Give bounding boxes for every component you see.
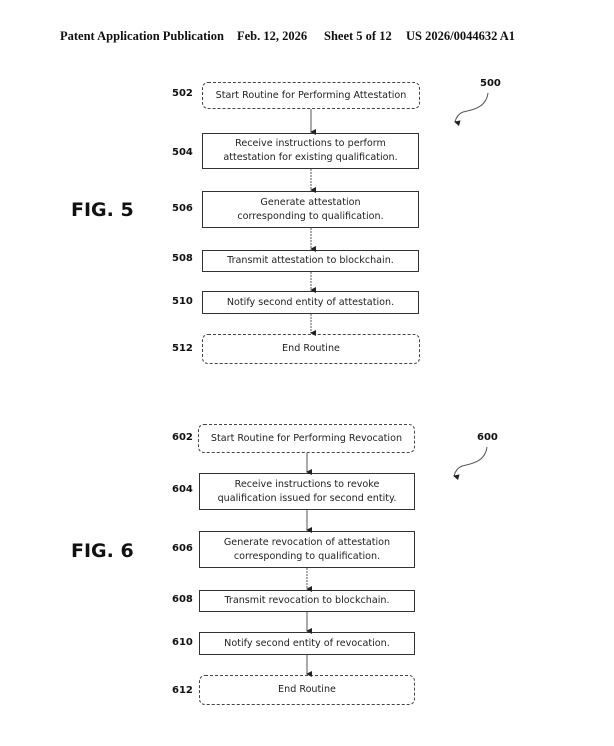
step-text: Notify second entity of revocation. [224,637,390,649]
header-publication: Patent Application Publication [60,29,224,43]
flow-step: Generate attestation corresponding to qua… [202,191,419,228]
step-ref: 608 [172,594,193,605]
step-text: Notify second entity of attestation. [226,296,395,308]
step-ref: 612 [172,685,193,696]
step-text: End Routine [278,684,336,695]
flow-step: Transmit attestation to blockchain. [202,250,419,272]
flow-step-start: Start Routine for Performing Revocation [198,424,415,453]
step-text: corresponding to qualification. [237,210,384,222]
step-text: Generate revocation of attestation [223,536,391,548]
step-text: Start Routine for Performing Revocation [210,432,403,444]
step-text: Transmit revocation to blockchain. [224,595,390,606]
flow-step-start: Start Routine for Performing Attestation [202,82,420,109]
flow-step: Receive instructions to perform attestati… [202,133,419,169]
step-text: Start Routine for Performing Attestation [215,89,407,101]
flow-step: Transmit revocation to blockchain. [199,590,415,612]
step-ref: 506 [172,203,193,214]
step-text: Receive instructions to revoke [234,478,380,490]
step-ref: 504 [172,147,193,158]
step-ref: 508 [172,253,193,264]
step-text: Transmit attestation to blockchain. [227,255,394,266]
figure-5-ref: 500 [480,78,501,89]
header-date: Feb. 12, 2026 [237,29,308,43]
figure-5-label: FIG. 5 [71,199,134,221]
step-text: qualification issued for second entity. [217,492,397,504]
step-ref: 610 [172,637,193,648]
step-text: End Routine [282,343,340,354]
header-sheet: Sheet 5 of 12 [324,29,392,43]
figure-6-label: FIG. 6 [71,540,134,562]
step-text: corresponding to qualification. [233,550,381,562]
figure-6-leader-arrow [453,446,488,481]
flow-step: Notify second entity of revocation. [199,632,415,655]
flow-step: Notify second entity of attestation. [202,291,419,314]
step-text: Receive instructions to perform [235,138,386,149]
step-ref: 606 [172,543,193,554]
header-patent-number: US 2026/0044632 A1 [406,29,516,43]
flow-step-end: End Routine [202,334,420,364]
flow-step: Generate revocation of attestation corres… [199,531,415,568]
figure-5-leader-arrow [454,92,489,127]
step-ref: 602 [172,432,193,443]
flow-step-end: End Routine [199,675,415,705]
flow-step: Receive instructions to revoke qualificat… [199,473,415,510]
step-ref: 502 [172,88,193,99]
figure-6-ref: 600 [477,432,498,443]
step-text: attestation for existing qualification. [223,152,398,163]
step-ref: 604 [172,484,193,495]
step-text: Generate attestation [260,196,361,208]
step-ref: 510 [172,296,193,307]
step-ref: 512 [172,343,193,354]
